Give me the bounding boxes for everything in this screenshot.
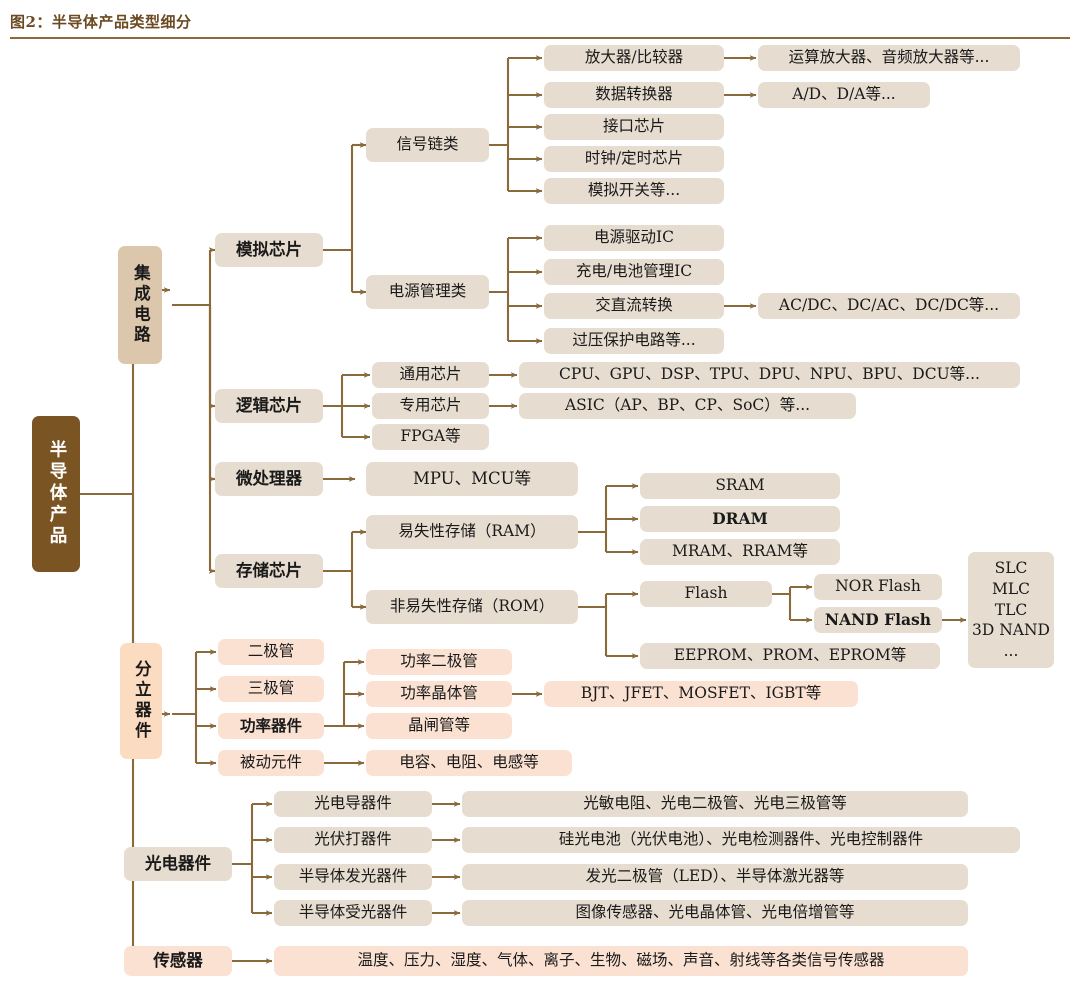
node-mpu-mcu-list[interactable]: MPU、MCU等 <box>366 462 578 496</box>
node-general-chip[interactable]: 通用芯片 <box>372 362 489 388</box>
node-microprocessor[interactable]: 微处理器 <box>215 462 323 496</box>
node-sensor-list[interactable]: 温度、压力、湿度、气体、离子、生物、磁场、声音、射线等各类信号传感器 <box>274 946 968 976</box>
node-discrete-devices[interactable]: 分立器件 <box>120 643 162 759</box>
node-thyristor[interactable]: 晶闸管等 <box>366 713 512 739</box>
node-memory-chip[interactable]: 存储芯片 <box>215 554 323 588</box>
node-triode[interactable]: 三极管 <box>218 676 324 702</box>
node-sram[interactable]: SRAM <box>640 473 840 499</box>
node-photovoltaic-list[interactable]: 硅光电池（光伏电池）、光电检测器件、光电控制器件 <box>462 827 1020 853</box>
node-logic-chip[interactable]: 逻辑芯片 <box>215 389 323 423</box>
node-asic-list[interactable]: ASIC（AP、BP、CP、SoC）等... <box>519 393 856 419</box>
node-power-device[interactable]: 功率器件 <box>218 713 324 739</box>
node-asic-chip[interactable]: 专用芯片 <box>372 393 489 419</box>
node-photoreceiver-device[interactable]: 半导体受光器件 <box>274 900 432 926</box>
node-overvoltage-protection[interactable]: 过压保护电路等... <box>544 328 724 354</box>
node-diode[interactable]: 二极管 <box>218 639 324 665</box>
node-photoreceiver-list[interactable]: 图像传感器、光电晶体管、光电倍增管等 <box>462 900 968 926</box>
node-signal-chain[interactable]: 信号链类 <box>366 128 489 162</box>
node-clock-timer-chip[interactable]: 时钟/定时芯片 <box>544 146 724 172</box>
node-analog-switch[interactable]: 模拟开关等... <box>544 178 724 204</box>
node-ac-dc-conversion[interactable]: 交直流转换 <box>544 293 724 319</box>
node-data-converter[interactable]: 数据转换器 <box>544 82 724 108</box>
node-ad-da-list[interactable]: A/D、D/A等... <box>758 82 930 108</box>
node-opamp-audio-list[interactable]: 运算放大器、音频放大器等... <box>758 45 1020 71</box>
node-interface-chip[interactable]: 接口芯片 <box>544 114 724 140</box>
node-nand-flash[interactable]: NAND Flash <box>814 607 942 633</box>
node-flash[interactable]: Flash <box>640 581 772 607</box>
node-dram[interactable]: DRAM <box>640 506 840 532</box>
node-power-driver-ic[interactable]: 电源驱动IC <box>544 225 724 251</box>
node-bjt-jfet-mosfet-igbt[interactable]: BJT、JFET、MOSFET、IGBT等 <box>544 681 858 707</box>
node-nand-types[interactable]: SLC MLC TLC 3D NAND ... <box>968 552 1054 668</box>
node-analog-chip[interactable]: 模拟芯片 <box>215 233 323 267</box>
node-led-list[interactable]: 发光二极管（LED）、半导体激光器等 <box>462 864 968 890</box>
node-photoconductive-device[interactable]: 光电导器件 <box>274 791 432 817</box>
node-volatile-memory-ram[interactable]: 易失性存储（RAM） <box>366 515 578 549</box>
node-charging-battery-ic[interactable]: 充电/电池管理IC <box>544 259 724 285</box>
node-power-diode[interactable]: 功率二极管 <box>366 649 512 675</box>
node-nonvolatile-memory-rom[interactable]: 非易失性存储（ROM） <box>366 590 578 624</box>
node-power-management[interactable]: 电源管理类 <box>366 275 489 309</box>
node-sensor[interactable]: 传感器 <box>124 946 232 976</box>
figure-title: 图2：半导体产品类型细分 <box>10 13 192 31</box>
node-power-transistor[interactable]: 功率晶体管 <box>366 681 512 707</box>
node-eeprom-prom-eprom[interactable]: EEPROM、PROM、EPROM等 <box>640 643 940 669</box>
node-photovoltaic-device[interactable]: 光伏打器件 <box>274 827 432 853</box>
node-acdc-list[interactable]: AC/DC、DC/AC、DC/DC等... <box>758 293 1020 319</box>
title-divider <box>10 37 1070 39</box>
node-led-device[interactable]: 半导体发光器件 <box>274 864 432 890</box>
node-mram-rram[interactable]: MRAM、RRAM等 <box>640 539 840 565</box>
node-amplifier-comparator[interactable]: 放大器/比较器 <box>544 45 724 71</box>
node-photoconductive-list[interactable]: 光敏电阻、光电二极管、光电三极管等 <box>462 791 968 817</box>
node-passive-list[interactable]: 电容、电阻、电感等 <box>366 750 572 776</box>
node-integrated-circuit[interactable]: 集成电路 <box>118 246 162 364</box>
node-passive-component[interactable]: 被动元件 <box>218 750 324 776</box>
node-root[interactable]: 半导体产品 <box>32 416 80 572</box>
node-nor-flash[interactable]: NOR Flash <box>814 574 942 600</box>
node-cpu-gpu-list[interactable]: CPU、GPU、DSP、TPU、DPU、NPU、BPU、DCU等... <box>519 362 1020 388</box>
node-optoelectronic-devices[interactable]: 光电器件 <box>124 847 232 881</box>
node-fpga[interactable]: FPGA等 <box>372 424 489 450</box>
